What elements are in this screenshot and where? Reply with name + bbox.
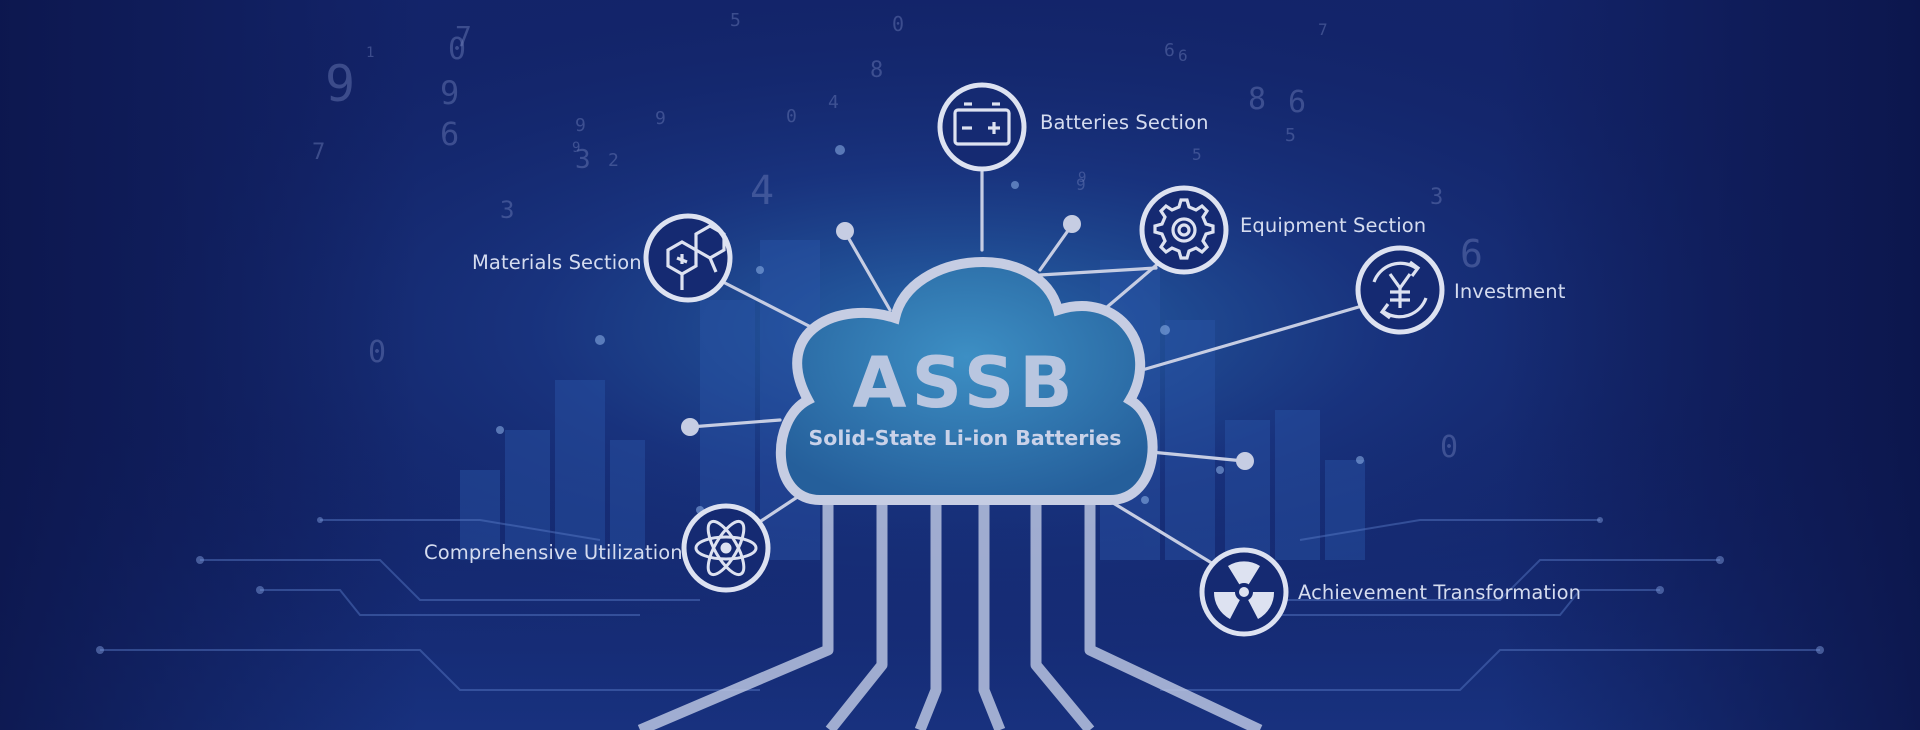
node-achievement-label: Achievement Transformation: [1298, 581, 1582, 604]
battery-icon: [953, 102, 1011, 146]
bg-digit: 6: [1178, 46, 1188, 65]
bg-digit: 4: [828, 92, 839, 113]
bg-digit: 6: [440, 115, 460, 153]
node-batteries-label: Batteries Section: [1040, 111, 1209, 134]
bg-digit: 5: [1192, 145, 1202, 164]
bg-digit: 9: [325, 55, 356, 113]
bg-digit: 7: [455, 20, 472, 53]
bg-digit: 9: [572, 140, 581, 156]
yuan-exchange-icon: [1372, 260, 1428, 320]
node-utilization-label: Comprehensive Utilization: [424, 541, 683, 564]
bg-digit: 0: [786, 106, 797, 127]
bg-digit: 9: [1078, 170, 1087, 186]
bg-digit: 9: [1076, 175, 1086, 194]
gear-icon: [1153, 198, 1215, 260]
bg-digit: 5: [730, 10, 741, 31]
bg-digit: 6: [1164, 40, 1175, 61]
bg-digit: 0: [1440, 430, 1459, 465]
cloud-bus-lines: [637, 495, 1263, 730]
radiation-icon: [1213, 561, 1275, 619]
bg-digit: 8: [870, 58, 884, 83]
atom-icon: [694, 519, 758, 577]
bg-digit: 3: [575, 145, 591, 175]
bg-digit: 9: [655, 108, 666, 129]
bg-digit: 1: [366, 45, 375, 61]
node-equipment-label: Equipment Section: [1240, 214, 1427, 237]
bg-digit: 0: [368, 335, 387, 370]
node-materials-label: Materials Section: [472, 251, 642, 274]
bg-digit: 6: [1288, 85, 1307, 120]
hub-subtitle: Solid-State Li-ion Batteries: [808, 426, 1122, 450]
bg-digit: 2: [608, 150, 619, 171]
bg-digit: 7: [312, 140, 326, 165]
bg-digit: 9: [575, 115, 586, 136]
bg-digit: 6: [1460, 232, 1483, 276]
node-investment-label: Investment: [1454, 280, 1566, 303]
molecule-icon: [666, 224, 726, 290]
bg-digit: 9: [440, 74, 460, 112]
bg-digit: 8: [1248, 82, 1267, 117]
bg-digit: 5: [1285, 125, 1296, 146]
bg-digit: 3: [1430, 185, 1444, 210]
bg-digit: 3: [500, 196, 515, 224]
circuit-traces: [100, 519, 1820, 691]
bg-digit: 0: [448, 32, 467, 67]
bg-digit: 7: [1318, 20, 1328, 39]
hub-title: ASSB: [852, 342, 1078, 424]
cloud-hub: [776, 257, 1158, 505]
bg-digit: 0: [892, 12, 905, 36]
bg-digit: 4: [750, 168, 775, 214]
